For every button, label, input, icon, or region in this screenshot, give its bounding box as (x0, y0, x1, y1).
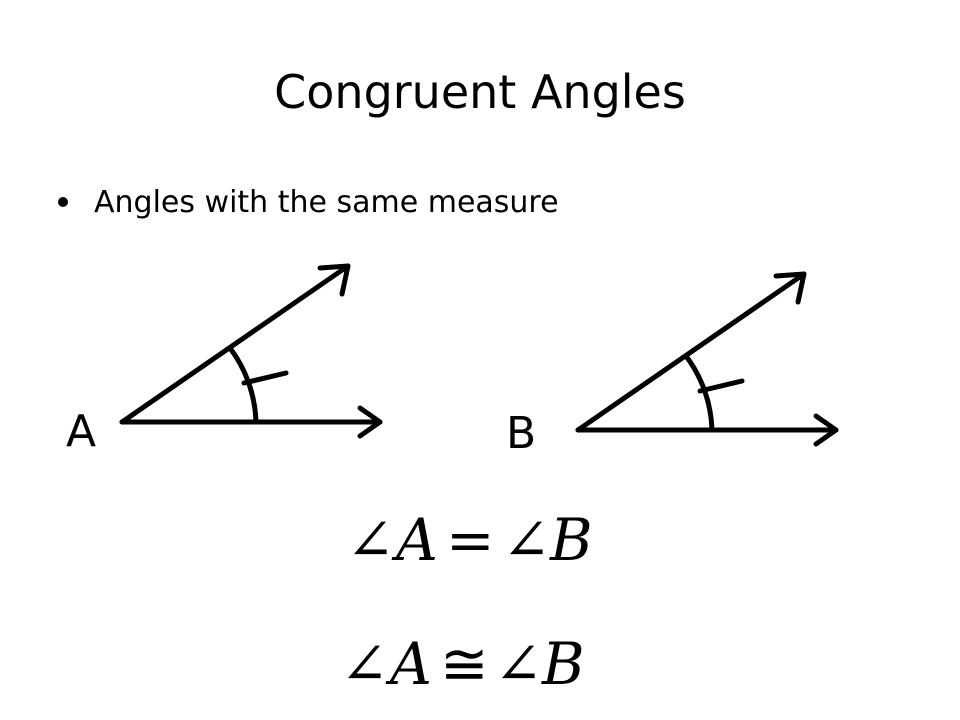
bullet-item: Angles with the same measure (58, 180, 559, 224)
angle-symbol-left: ∠ (340, 630, 389, 698)
letter-b: B (549, 506, 593, 574)
angle-b-tick (697, 378, 745, 394)
angle-a (119, 263, 383, 439)
slide-title: Congruent Angles (274, 65, 686, 119)
equal-measure-statement: ∠ A = ∠ B (346, 506, 593, 574)
angle-a-label: A (66, 406, 96, 457)
angle-symbol-right: ∠ (502, 506, 551, 574)
bullet-text: Angles with the same measure (94, 184, 559, 220)
angle-b-lower-arrowhead (813, 413, 839, 447)
angle-a-lower-arrowhead (357, 405, 383, 439)
angle-symbol-left: ∠ (346, 506, 395, 574)
letter-a: A (391, 506, 438, 574)
angle-b-upper-ray (575, 271, 807, 433)
bullet-dot-icon (58, 197, 68, 207)
equals-sign: = (446, 506, 495, 574)
angle-a-tick (241, 370, 289, 386)
congruent-sign: ≅ (440, 630, 489, 698)
congruence-statement: ∠ A ≅ ∠ B (340, 630, 585, 698)
angle-symbol-right: ∠ (494, 630, 543, 698)
angle-b-upper-arrowhead (773, 271, 807, 305)
angle-b-label: B (506, 408, 536, 459)
angle-a-upper-ray (119, 263, 351, 425)
letter-a: A (385, 630, 432, 698)
angle-a-upper-arrowhead (317, 263, 351, 297)
angle-b (575, 271, 839, 447)
letter-b: B (541, 630, 585, 698)
